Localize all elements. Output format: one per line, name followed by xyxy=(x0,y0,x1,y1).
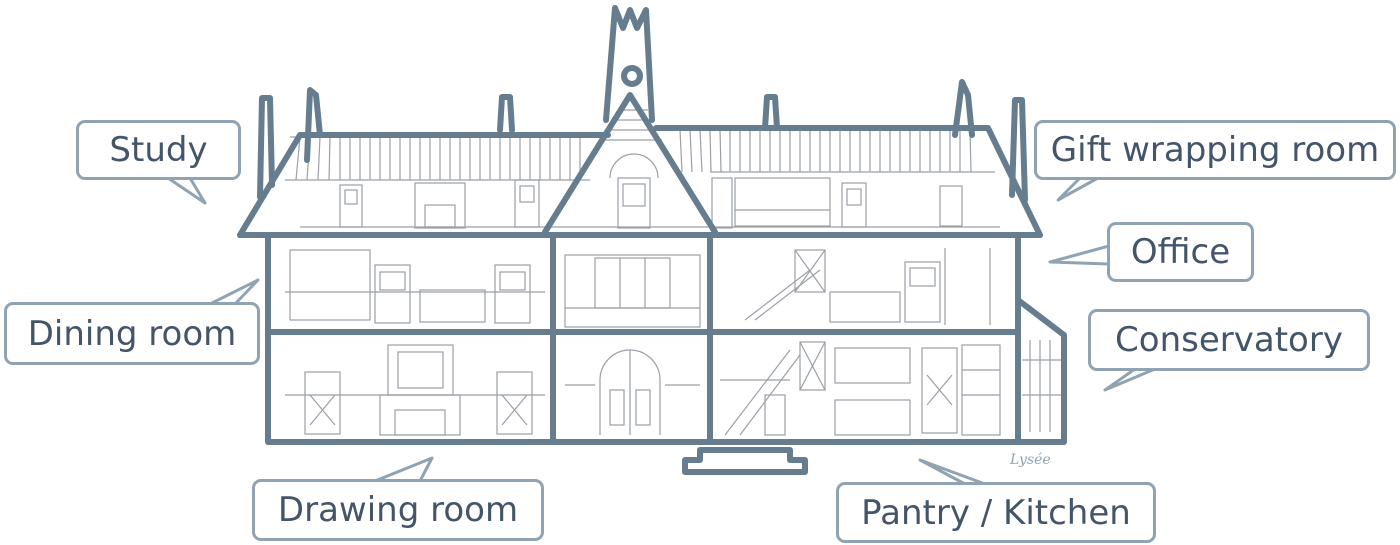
label-gift-wrapping-room: Gift wrapping room xyxy=(1050,130,1380,170)
callout-gift-wrapping-room: Gift wrapping room xyxy=(1034,120,1396,180)
chimney-4 xyxy=(762,94,780,131)
main-roof-right xyxy=(653,125,1043,238)
chimney-5 xyxy=(952,79,975,138)
label-drawing-room: Drawing room xyxy=(277,490,519,530)
first-floor-details xyxy=(285,248,991,328)
dining-tail xyxy=(209,278,260,306)
gift-tail xyxy=(1056,176,1099,202)
front-steps xyxy=(682,447,808,475)
callout-study: Study xyxy=(76,120,241,180)
label-dining-room: Dining room xyxy=(27,313,237,354)
attic-details xyxy=(300,153,1000,229)
central-gable xyxy=(542,92,718,235)
conservatory-glazing xyxy=(1021,304,1063,432)
drawing-tail xyxy=(374,456,434,483)
roof-tiles-right xyxy=(665,129,995,173)
artist-signature: Lysée xyxy=(1010,452,1051,468)
label-conservatory: Conservatory xyxy=(1115,320,1343,360)
study-tail xyxy=(167,176,207,205)
callout-drawing-room: Drawing room xyxy=(252,479,544,541)
conservatory-tail xyxy=(1103,367,1156,392)
callout-dining-room: Dining room xyxy=(4,302,260,365)
callout-office: Office xyxy=(1107,222,1254,282)
callout-conservatory: Conservatory xyxy=(1088,309,1370,371)
pantry-tail xyxy=(918,458,986,486)
chimney-6 xyxy=(1009,97,1028,203)
label-pantry-kitchen: Pantry / Kitchen xyxy=(861,492,1131,533)
outer-walls xyxy=(265,232,1021,445)
label-office: Office xyxy=(1130,232,1231,272)
interior-sketch xyxy=(285,109,1063,436)
callout-tails xyxy=(167,176,1156,486)
spire-finial xyxy=(621,65,643,87)
ground-floor-details xyxy=(285,341,1001,436)
label-study: Study xyxy=(109,130,208,170)
chimney-2 xyxy=(304,87,323,163)
callout-pantry-kitchen: Pantry / Kitchen xyxy=(836,482,1156,543)
main-roof xyxy=(237,132,611,238)
house-outline xyxy=(237,5,1067,475)
chimney-3 xyxy=(497,94,515,133)
office-tail xyxy=(1048,244,1110,266)
chimney-1 xyxy=(257,95,275,200)
conservatory-outline xyxy=(1015,297,1067,445)
spire xyxy=(603,5,655,123)
roof-tiles-left xyxy=(285,136,610,181)
